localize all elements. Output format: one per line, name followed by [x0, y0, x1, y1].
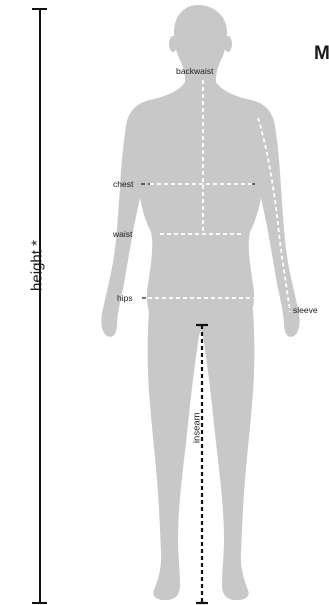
height-label: height *: [30, 226, 45, 306]
inseam-label: inseam: [192, 403, 202, 453]
height-ruler: [32, 9, 47, 603]
inseam-measure: [196, 325, 208, 603]
backwaist-label: backwaist: [176, 67, 213, 76]
heading-fragment: M: [314, 44, 329, 63]
waist-label: waist: [113, 230, 132, 239]
sleeve-label: sleeve: [293, 306, 318, 315]
chest-label: chest: [113, 180, 133, 189]
hips-label: hips: [117, 294, 133, 303]
